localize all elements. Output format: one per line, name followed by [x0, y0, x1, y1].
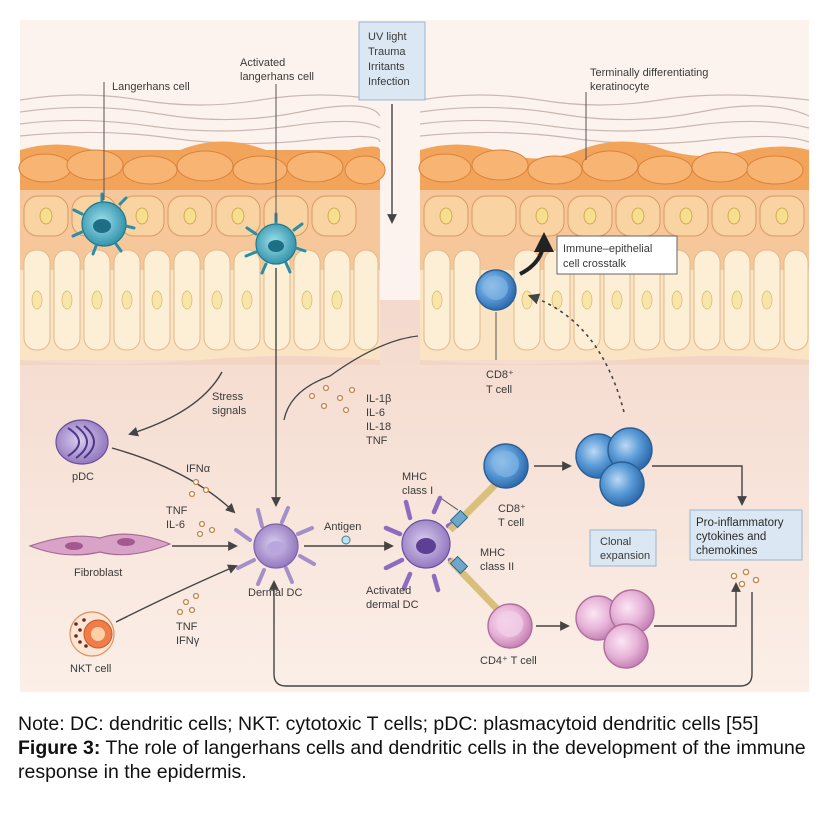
cd8-t-cell-epidermis — [475, 269, 517, 311]
basal-nuclei — [31, 290, 773, 310]
proinflammatory-dots — [730, 568, 760, 588]
clonal-label-2: expansion — [600, 550, 650, 562]
activated-dc-label-2: dermal DC — [366, 599, 419, 611]
langerhans-cell — [71, 192, 136, 256]
caption-note: Note: DC: dendritic cells; NKT: cytotoxi… — [18, 713, 759, 735]
ifna-dots — [188, 478, 210, 498]
cd8-epi-label-2: T cell — [486, 384, 512, 396]
caption-main: Figure 3: The role of langerhans cells a… — [18, 736, 818, 784]
mhc1-label-2: class I — [402, 485, 433, 497]
cd4-label: CD4⁺ T cell — [480, 655, 537, 667]
mhc1-pointer — [441, 498, 459, 511]
proinf-label-2: cytokines and — [696, 531, 766, 543]
fibroblast-cell — [28, 533, 172, 556]
ifng-dots — [176, 592, 200, 616]
cytokine-label-1: IL-1β — [366, 393, 391, 405]
figure-text: The role of langerhans cells and dendrit… — [18, 737, 806, 783]
cd8-label-1: CD8⁺ — [498, 503, 526, 515]
trigger-label-2: Trauma — [368, 46, 406, 58]
clonal-label-1: Clonal — [600, 536, 631, 548]
mhc-class-ii-complex — [447, 555, 503, 615]
figure-label: Figure 3: — [18, 737, 101, 759]
recirculation-dashed-arrow — [527, 293, 625, 413]
clonal-expansion-box — [589, 529, 657, 567]
terminal-label-1: Terminally differentiating — [590, 67, 708, 79]
proinf-label-3: chemokines — [696, 545, 758, 557]
activated-dc-label-1: Activated — [366, 585, 411, 597]
tnf-il6-label-1: TNF — [166, 505, 188, 517]
stress-label-1: Stress — [212, 391, 244, 403]
cytokine-label-4: TNF — [366, 435, 388, 447]
crosstalk-label-2: cell crosstalk — [563, 258, 626, 270]
feedback-loop-arrow — [269, 580, 753, 687]
proinf-label-1: Pro-inflammatory — [696, 517, 784, 529]
tnf-ifng-label-1: TNF — [176, 621, 198, 633]
nkt-cell — [69, 611, 115, 657]
pdc-arrow — [111, 447, 236, 514]
tnf-il6-label-2: IL-6 — [166, 519, 185, 531]
antigen-icon — [341, 535, 351, 545]
cd8-epi-label-1: CD8⁺ — [486, 369, 514, 381]
cytokine-label-3: IL-18 — [366, 421, 391, 433]
il6-dots — [196, 520, 216, 538]
nkt-arrow — [115, 564, 238, 623]
keratinocyte-granular-layer — [18, 149, 804, 185]
figure-caption: Note: DC: dendritic cells; NKT: cytotoxi… — [18, 712, 818, 784]
mhc-class-i-complex — [447, 479, 501, 533]
cytokine-label-2: IL-6 — [366, 407, 385, 419]
stress-signal-arrow — [128, 371, 223, 437]
mhc1-label-1: MHC — [402, 471, 427, 483]
fibroblast-label: Fibroblast — [74, 567, 122, 579]
pdc-label: pDC — [72, 471, 94, 483]
trigger-label-4: Infection — [368, 76, 410, 88]
cd4-t-cell — [487, 603, 533, 649]
cytokine-dots — [308, 384, 356, 414]
nkt-label: NKT cell — [70, 663, 111, 675]
crosstalk-label-1: Immune–epithelial — [563, 243, 652, 255]
crosstalk-box — [556, 235, 678, 275]
activated-lc-label-2: langerhans cell — [240, 71, 314, 83]
crosstalk-arrow — [519, 232, 554, 276]
cd4-clonal-cluster — [575, 589, 655, 669]
dermal-dc-cell — [234, 506, 316, 586]
pdc-cell — [55, 419, 109, 465]
cd8-t-cell — [483, 443, 529, 489]
trigger-label-1: UV light — [368, 31, 407, 43]
mhc2-label-1: MHC — [480, 547, 505, 559]
tnf-ifng-label-2: IFNγ — [176, 635, 200, 647]
stress-label-2: signals — [212, 405, 247, 417]
langerhans-label: Langerhans cell — [112, 81, 190, 93]
proinflammatory-box — [689, 509, 803, 561]
terminal-label-2: keratinocyte — [590, 81, 649, 93]
ifna-label: IFNα — [186, 463, 211, 475]
antigen-label: Antigen — [324, 521, 361, 533]
cd8-clonal-cluster — [575, 427, 653, 507]
trigger-box — [358, 21, 426, 101]
trigger-label-3: Irritants — [368, 61, 405, 73]
epidermis-signal-line — [283, 335, 419, 421]
cd4-output-arrow — [654, 582, 741, 627]
mhc2-label-2: class II — [480, 561, 514, 573]
activated-lc-label-1: Activated — [240, 57, 285, 69]
activated-langerhans-cell — [244, 212, 307, 275]
immune-response-diagram: Langerhans cell Activated langerhans cel… — [18, 20, 810, 692]
cd8-label-2: T cell — [498, 517, 524, 529]
dermal-dc-label: Dermal DC — [248, 587, 302, 599]
cd8-output-arrow — [652, 465, 747, 506]
